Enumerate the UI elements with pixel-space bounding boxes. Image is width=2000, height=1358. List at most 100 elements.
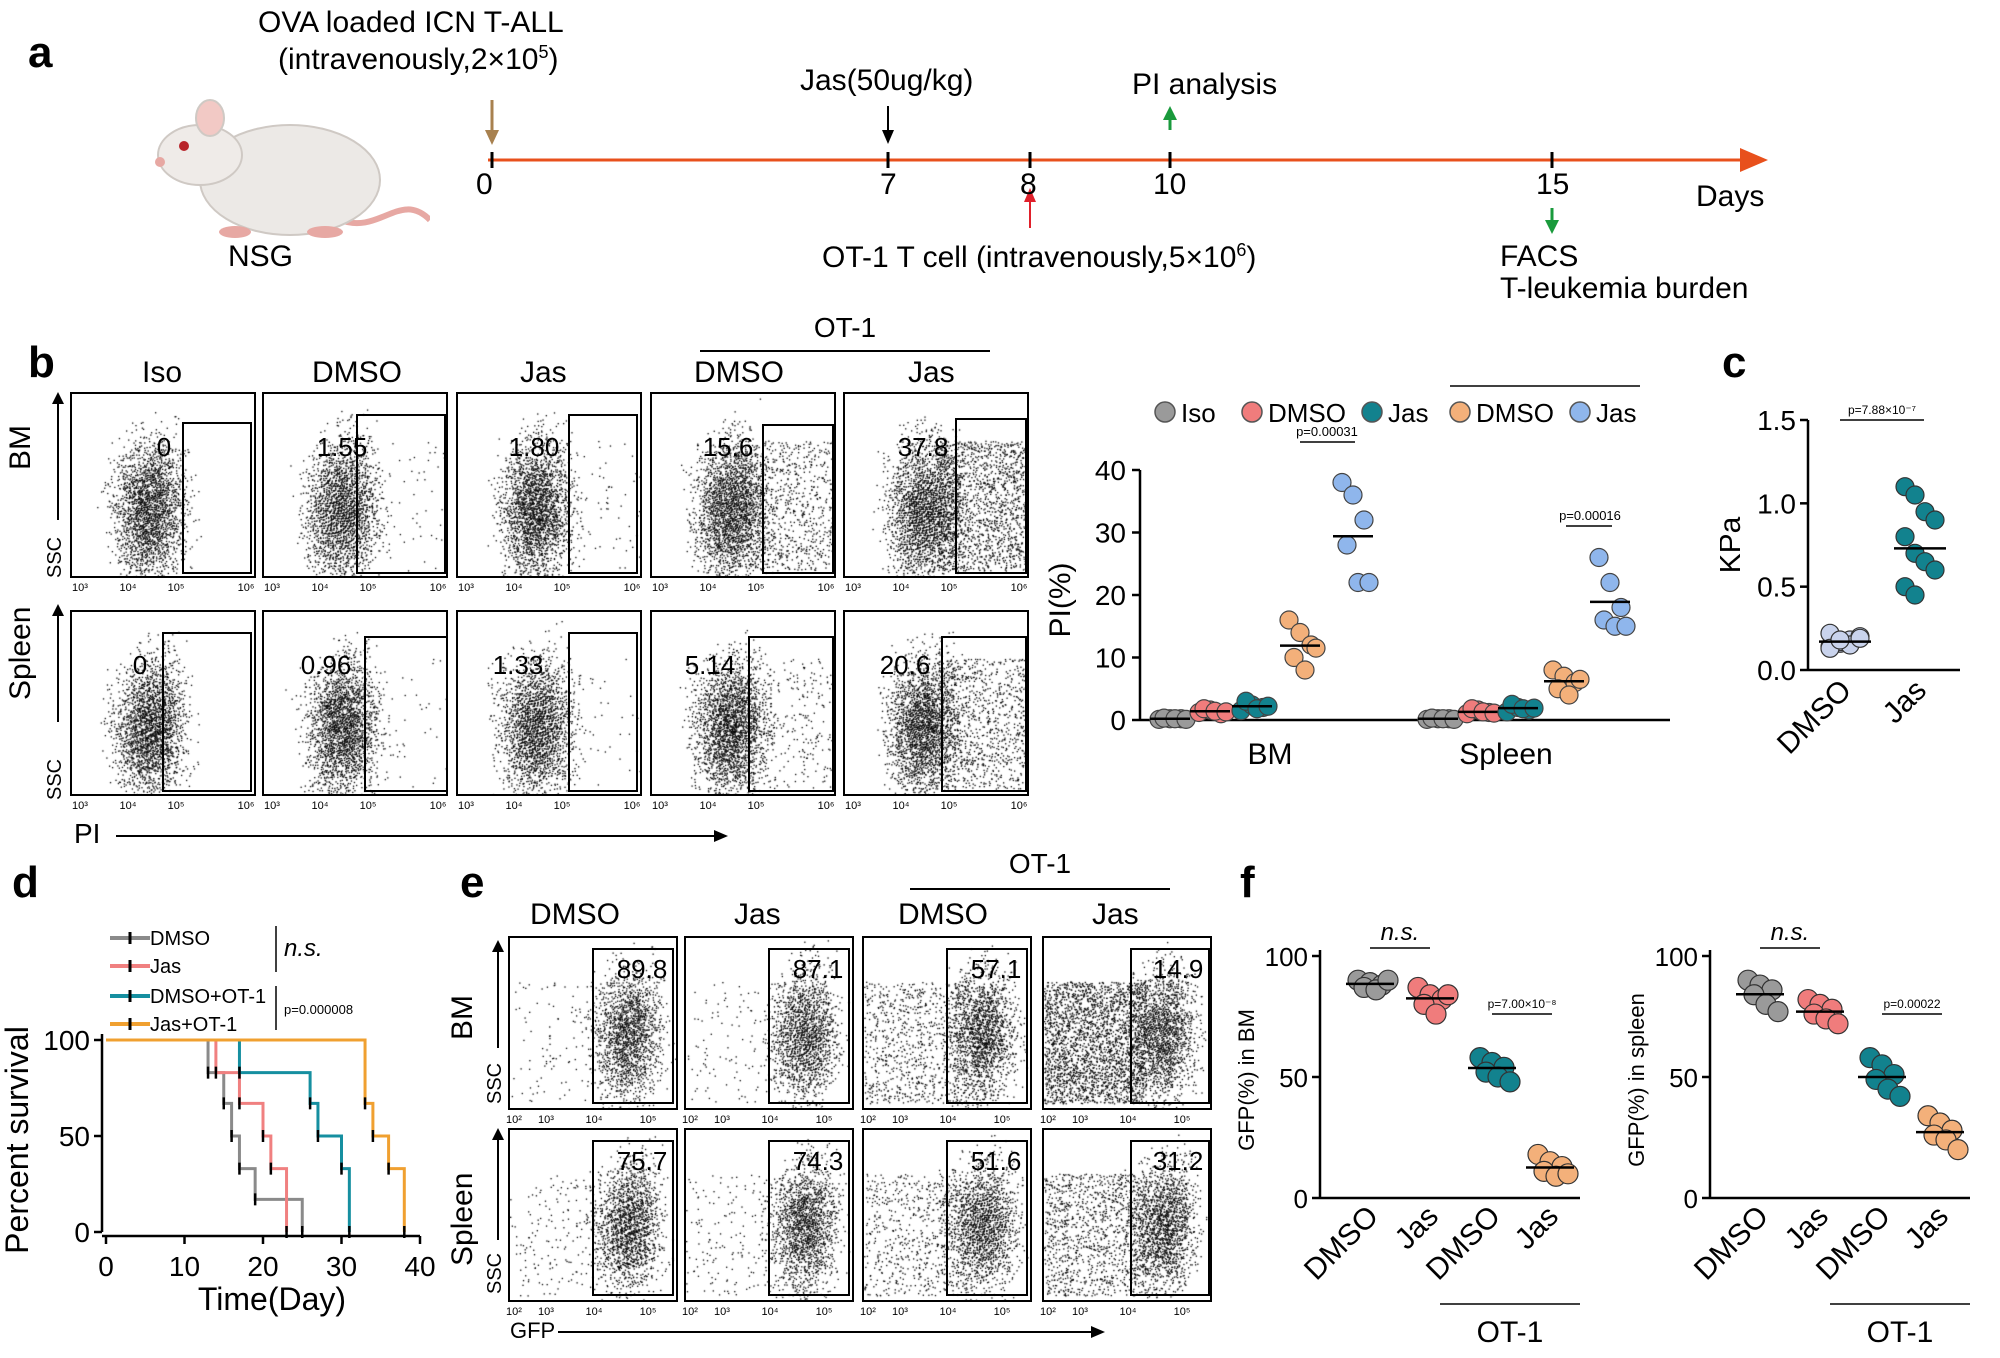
e-row-spleen: Spleen — [446, 1172, 479, 1266]
facs-gate — [941, 636, 1027, 792]
facs-x-tick: 10⁵ — [639, 1306, 657, 1318]
facs-gate — [568, 632, 638, 792]
facs-gate-value: 5.14 — [684, 650, 736, 680]
facs-x-tick: 10⁵ — [639, 1114, 657, 1126]
facs-x-tick: 10⁴ — [892, 582, 910, 594]
f-right-ns-label: n.s. — [1771, 919, 1810, 946]
facs-gate-value: 37.8 — [897, 432, 949, 462]
facs-x-tick: 10⁴ — [119, 800, 137, 812]
facs-gate-value: 89.8 — [616, 954, 668, 984]
facs-dots — [458, 612, 640, 794]
facs-dots — [845, 612, 1027, 794]
facs-x-tick: 10⁶ — [429, 582, 447, 594]
c-y-tick-label: 0.5 — [1757, 572, 1796, 603]
c-pvalue: p=7.88×10⁻⁷ — [1848, 403, 1916, 417]
facs-gate — [568, 414, 638, 574]
d-x-tick-label: 0 — [98, 1251, 114, 1282]
b-legend-ot1: OT-1 — [1548, 380, 1601, 386]
c-y-tick-label: 1.5 — [1757, 405, 1796, 436]
facs-gate-value: 14.9 — [1152, 954, 1204, 984]
b-data-point — [1559, 685, 1579, 705]
facs-x-tick: 10³ — [652, 800, 668, 812]
ot1-arrow-icon — [1024, 188, 1036, 228]
b-ot1-group-label: OT-1 — [813, 312, 877, 343]
facs-x-tick: 10⁶ — [237, 582, 255, 594]
f-left-data-point — [1377, 969, 1399, 991]
f-left-ns-label: n.s. — [1381, 919, 1420, 946]
facs-gate — [1130, 1140, 1210, 1296]
facs-x-tick: 10³ — [264, 582, 280, 594]
d-x-tick-label: 10 — [169, 1251, 200, 1282]
b-data-point — [1306, 638, 1326, 658]
b-row-spleen: Spleen — [4, 606, 37, 700]
timeline-tick-15: 15 — [1536, 168, 1570, 201]
b-col-jas: Jas — [520, 356, 567, 389]
mouse-strain-label: NSG — [228, 240, 294, 273]
facs-gate — [748, 636, 834, 792]
facs-x-tick: 10³ — [72, 800, 88, 812]
facs-x-tick: 10⁵ — [167, 800, 185, 812]
f-right-data-point — [1767, 1001, 1789, 1023]
injection-arrow-icon — [485, 100, 499, 145]
injection-label-line1: OVA loaded ICN T-ALL — [258, 6, 564, 39]
facs-x-tick: 10² — [1040, 1114, 1056, 1126]
f-right-ot1-label: OT-1 — [1867, 1316, 1934, 1349]
facs-x-tick: 10⁵ — [940, 800, 958, 812]
facs-plot: 15.6 — [650, 392, 836, 578]
facs-x-tick: 10⁴ — [699, 800, 717, 812]
facs-x-tick: 10³ — [892, 1114, 908, 1126]
panel-b-chart: 010203040PI(%)IsoDMSOJasDMSOJasOT-1BMSpl… — [1044, 380, 1670, 771]
facs-x-tick: 10³ — [538, 1114, 554, 1126]
facs-gate — [946, 1140, 1028, 1296]
facs-plot: 0 — [70, 392, 256, 578]
b-data-point — [1354, 510, 1374, 530]
f-left-y-tick-label: 0 — [1294, 1184, 1308, 1214]
facs-plot: 14.9 — [1042, 936, 1212, 1110]
f-right-x-category: Jas — [1899, 1200, 1955, 1256]
c-data-point — [1905, 485, 1925, 505]
facs-gate-value: 51.6 — [970, 1146, 1022, 1176]
c-data-point — [1905, 585, 1925, 605]
facs-x-tick: 10⁶ — [1010, 800, 1028, 812]
c-x-category: Jas — [1877, 674, 1933, 730]
b-ot1-group-line — [700, 350, 990, 352]
facs-x-tick: 10⁶ — [1010, 582, 1028, 594]
timeline — [485, 100, 1768, 234]
b-data-point — [1337, 535, 1357, 555]
facs-gate — [182, 422, 252, 574]
facs-dots — [458, 394, 640, 576]
facs-x-tick: 10³ — [538, 1306, 554, 1318]
facs-x-tick: 10⁴ — [505, 800, 523, 812]
b-data-point — [1600, 572, 1620, 593]
facs-x-tick: 10⁶ — [429, 800, 447, 812]
f-left-data-point — [1425, 1003, 1447, 1025]
facs-gate-value: 57.1 — [970, 954, 1022, 984]
b-legend-marker — [1449, 401, 1471, 423]
mouse-icon — [155, 99, 430, 238]
facs-dots — [1044, 938, 1210, 1108]
panel-label-a: a — [28, 28, 53, 77]
f-left-y-label: GFP(%) in BM — [1234, 1009, 1259, 1151]
e-col-jas: Jas — [734, 898, 781, 931]
injection-label-line2: (intravenously,2×105) — [278, 42, 559, 76]
b-legend-label: Iso — [1181, 398, 1216, 428]
b-y-label: PI(%) — [1044, 563, 1077, 638]
facs-x-tick: 10³ — [72, 582, 88, 594]
facs-dots — [1044, 1130, 1210, 1300]
facs-x-tick: 10³ — [458, 582, 474, 594]
f-left-data-point — [1437, 984, 1459, 1006]
facs-plot: 20.6 — [843, 610, 1029, 796]
facs-x-tick: 10⁵ — [815, 1114, 833, 1126]
facs-x-tick: 10⁴ — [939, 1114, 957, 1126]
facs-gate-value: 31.2 — [1152, 1146, 1204, 1176]
facs-gate — [364, 636, 446, 792]
b-data-point — [1279, 610, 1299, 630]
facs-label-line1: FACS — [1500, 240, 1579, 273]
facs-gate-value: 15.6 — [702, 432, 754, 462]
facs-plot: 87.1 — [684, 936, 854, 1110]
timeline-arrowhead — [1740, 148, 1768, 172]
facs-x-tick: 10⁴ — [761, 1306, 779, 1318]
f-left-x-category: DMSO — [1298, 1200, 1385, 1287]
